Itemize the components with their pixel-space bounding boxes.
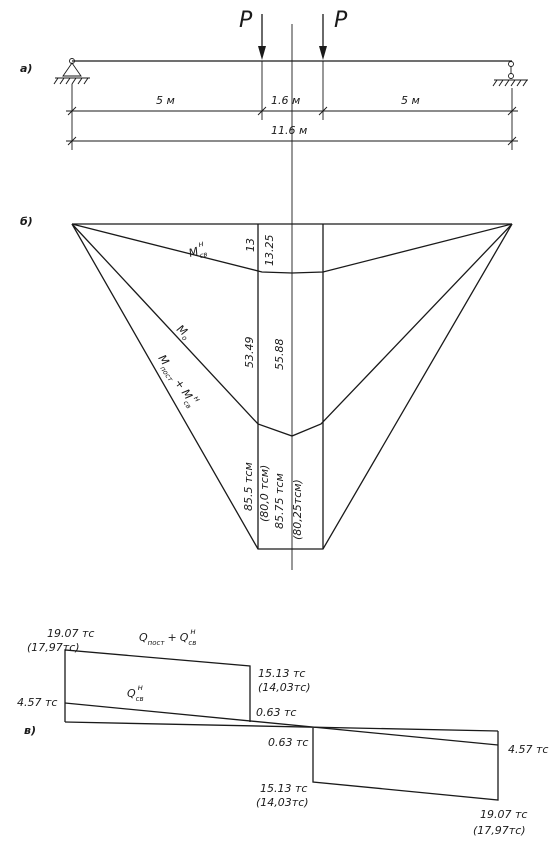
value-mid-0-63-bottom: 0.63 тс — [268, 736, 308, 749]
dim-middle: 1.6 м — [271, 94, 300, 107]
value-53-49: 53.49 — [243, 337, 256, 369]
value-mid-14-03: (14,03тс) — [258, 681, 311, 694]
section-c-label: в) — [24, 724, 36, 737]
value-mid-15-13: 15.13 тс — [258, 667, 305, 680]
value-55-88: 55.88 — [273, 339, 286, 371]
svg-text:Mсвн: Mсвн — [186, 239, 208, 263]
value-80-25: (80,25тсм) — [291, 479, 304, 540]
value-13: 13 — [244, 238, 257, 252]
value-80-0: (80,0 тсм) — [258, 465, 271, 522]
shear-sum-right — [312, 728, 499, 801]
curve-label-sum: Mпост+Mсвн — [153, 350, 203, 410]
curve-label-msv: Mсвн — [186, 239, 208, 263]
section-a-label: а) — [20, 62, 32, 75]
beam-scheme: а) P P — [20, 8, 528, 570]
svg-text:Mпост+Mсвн: Mпост+Mсвн — [153, 350, 203, 410]
moment-curve-mo — [71, 223, 513, 437]
shear-diagram: в) Qпост+Qсвн Qсвн 19.07 тс (17,97тс) 4.… — [17, 627, 548, 837]
load-right-label: P — [334, 8, 348, 33]
load-right-arrow — [319, 14, 327, 60]
moment-curve-sum — [71, 223, 513, 550]
value-left-19-07: 19.07 тс — [47, 627, 94, 640]
pinned-support — [53, 58, 90, 85]
load-left-label: P — [239, 8, 253, 33]
svg-text:Qпост+Qсвн: Qпост+Qсвн — [139, 627, 196, 647]
svg-text:Qсвн: Qсвн — [127, 683, 144, 703]
value-85-5: 85.5 тсм — [242, 462, 255, 511]
dim-total: 11.6 м — [271, 124, 307, 137]
moment-curve-msv — [71, 223, 513, 274]
value-left-4-57: 4.57 тс — [17, 696, 57, 709]
value-bottom-14-03: (14,03тс) — [256, 796, 309, 809]
value-mid-0-63-top: 0.63 тс — [256, 706, 296, 719]
label-q-sv: Qсвн — [127, 683, 144, 703]
moment-diagram: б) Mсвн Mо Mпост+Mсвн 13 13.25 53.49 55.… — [20, 215, 513, 550]
shear-baseline — [64, 721, 499, 732]
value-85-75: 85.75 тсм — [273, 473, 286, 529]
value-left-17-97: (17,97тс) — [27, 641, 80, 654]
shear-sum-left — [64, 649, 251, 722]
roller-support — [492, 61, 528, 87]
svg-text:Mо: Mо — [173, 322, 193, 342]
value-right-17-97: (17,97тс) — [473, 824, 526, 837]
curve-label-mo: Mо — [173, 322, 193, 342]
dim-right: 5 м — [401, 94, 420, 107]
shear-sv-line — [64, 702, 499, 746]
value-right-19-07: 19.07 тс — [480, 808, 527, 821]
load-left-arrow — [258, 14, 266, 60]
section-b-label: б) — [20, 215, 33, 228]
value-bottom-15-13: 15.13 тс — [260, 782, 307, 795]
value-13-25: 13.25 — [263, 235, 276, 267]
value-right-4-57: 4.57 тс — [508, 743, 548, 756]
dim-left: 5 м — [156, 94, 175, 107]
label-q-sum: Qпост+Qсвн — [139, 627, 196, 647]
